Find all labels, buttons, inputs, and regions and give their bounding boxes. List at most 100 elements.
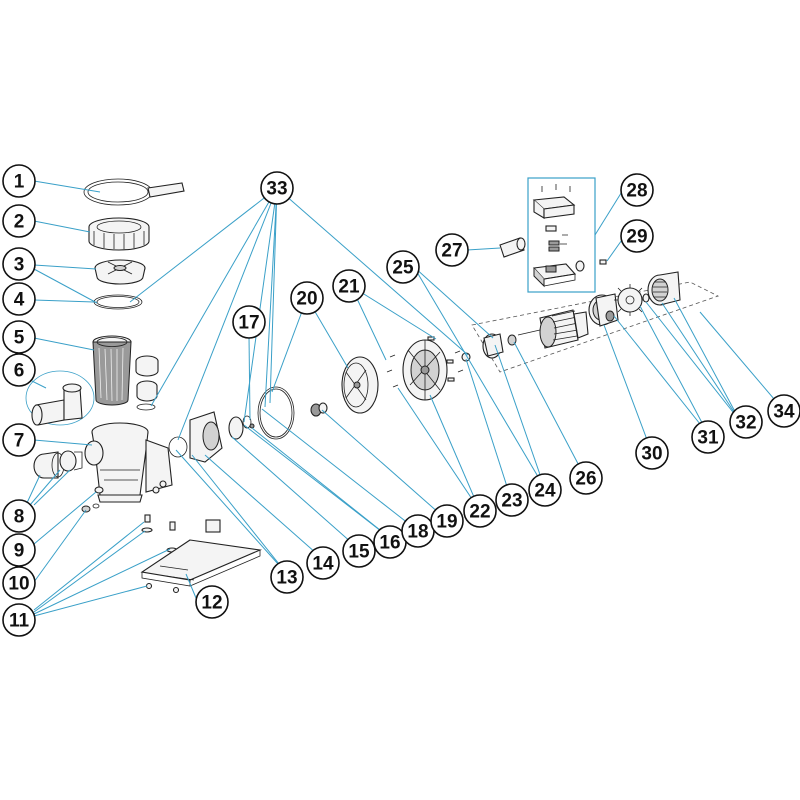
callout-circle (635, 436, 669, 470)
part-elbow (25, 370, 95, 426)
part-terminal-box (532, 184, 585, 288)
part-drain-plugs (81, 486, 104, 513)
callout-number: 12 (201, 593, 222, 614)
callout-circle (620, 219, 654, 253)
callout-number: 5 (14, 328, 25, 349)
callout-29: 29 (620, 219, 654, 253)
part-impeller (341, 356, 379, 414)
callout-11: 11 (2, 603, 36, 637)
callout-number: 6 (14, 361, 25, 382)
callout-circle (2, 603, 36, 637)
callout-circle (620, 173, 654, 207)
callout-number: 32 (735, 413, 756, 434)
callout-circle (569, 461, 603, 495)
callout-number: 10 (8, 574, 29, 595)
callout-26: 26 (569, 461, 603, 495)
callout-number: 18 (407, 522, 428, 543)
callout-number: 33 (266, 179, 287, 200)
callout-4: 4 (2, 282, 36, 316)
part-screw-29 (599, 259, 607, 265)
callout-circle (2, 566, 36, 600)
callout-13: 13 (270, 560, 304, 594)
callout-number: 3 (14, 255, 25, 276)
part-base (140, 519, 263, 587)
part-pump-body (84, 422, 173, 503)
callout-14: 14 (306, 546, 340, 580)
part-unions-top (135, 355, 159, 411)
part-fan (614, 284, 650, 316)
callout-number: 11 (9, 611, 30, 632)
callout-circle (260, 171, 294, 205)
callout-circle (2, 423, 36, 457)
callout-number: 8 (14, 507, 25, 528)
callout-17: 17 (232, 305, 266, 339)
callout-33: 33 (260, 171, 294, 205)
callout-15: 15 (342, 534, 376, 568)
part-front-flange (482, 333, 517, 359)
callout-circle (195, 585, 229, 619)
part-strainer-basket (92, 335, 132, 406)
motor-assembly-outline (471, 281, 720, 373)
callout-circle (767, 394, 800, 428)
callout-number: 16 (379, 533, 400, 554)
callout-circle (2, 533, 36, 567)
part-motor (517, 309, 589, 349)
callout-5: 5 (2, 320, 36, 354)
callout-circle (342, 534, 376, 568)
part-lid-nut (88, 217, 150, 251)
part-lid-ring (83, 178, 185, 206)
callout-circle (729, 405, 763, 439)
callout-1: 1 (2, 164, 36, 198)
callout-12: 12 (195, 585, 229, 619)
callout-number: 17 (238, 313, 259, 334)
part-unions (33, 450, 83, 479)
callout-number: 13 (276, 568, 297, 589)
callout-circle (306, 546, 340, 580)
callout-circle (2, 320, 36, 354)
callout-10: 10 (2, 566, 36, 600)
callout-circle (2, 353, 36, 387)
callout-number: 21 (338, 277, 360, 298)
callout-circle (332, 269, 366, 303)
part-fan-cover (647, 271, 681, 306)
callout-30: 30 (635, 436, 669, 470)
part-housing-oring (257, 386, 328, 440)
callout-circle (2, 164, 36, 198)
callout-number: 29 (626, 227, 647, 248)
callout-number: 31 (697, 428, 719, 449)
callout-19: 19 (430, 504, 464, 538)
callout-circle (435, 233, 469, 267)
part-lid-oring (93, 294, 143, 310)
callout-23: 23 (495, 483, 529, 517)
callout-number: 30 (641, 444, 662, 465)
callout-number: 1 (14, 172, 25, 193)
callout-21: 21 (332, 269, 366, 303)
callout-number: 28 (626, 181, 647, 202)
callout-circle (2, 204, 36, 238)
part-capacitor (499, 237, 526, 258)
callout-number: 20 (296, 289, 317, 310)
callout-7: 7 (2, 423, 36, 457)
callout-number: 14 (312, 554, 334, 575)
callout-number: 26 (575, 469, 596, 490)
callout-32: 32 (729, 405, 763, 439)
callout-number: 25 (392, 258, 414, 279)
callout-9: 9 (2, 533, 36, 567)
callout-circle (270, 560, 304, 594)
callout-circle (691, 420, 725, 454)
callout-16: 16 (373, 525, 407, 559)
callout-circle (495, 483, 529, 517)
callout-circle (232, 305, 266, 339)
callout-number: 2 (14, 212, 25, 233)
callout-31: 31 (691, 420, 725, 454)
callout-20: 20 (290, 281, 324, 315)
callout-number: 22 (469, 502, 490, 523)
callout-number: 7 (14, 431, 25, 452)
callout-circle (386, 250, 420, 284)
callout-27: 27 (435, 233, 469, 267)
callout-number: 15 (348, 542, 370, 563)
part-motor-flange (386, 336, 471, 401)
callout-circle (528, 473, 562, 507)
callout-number: 4 (14, 290, 25, 311)
